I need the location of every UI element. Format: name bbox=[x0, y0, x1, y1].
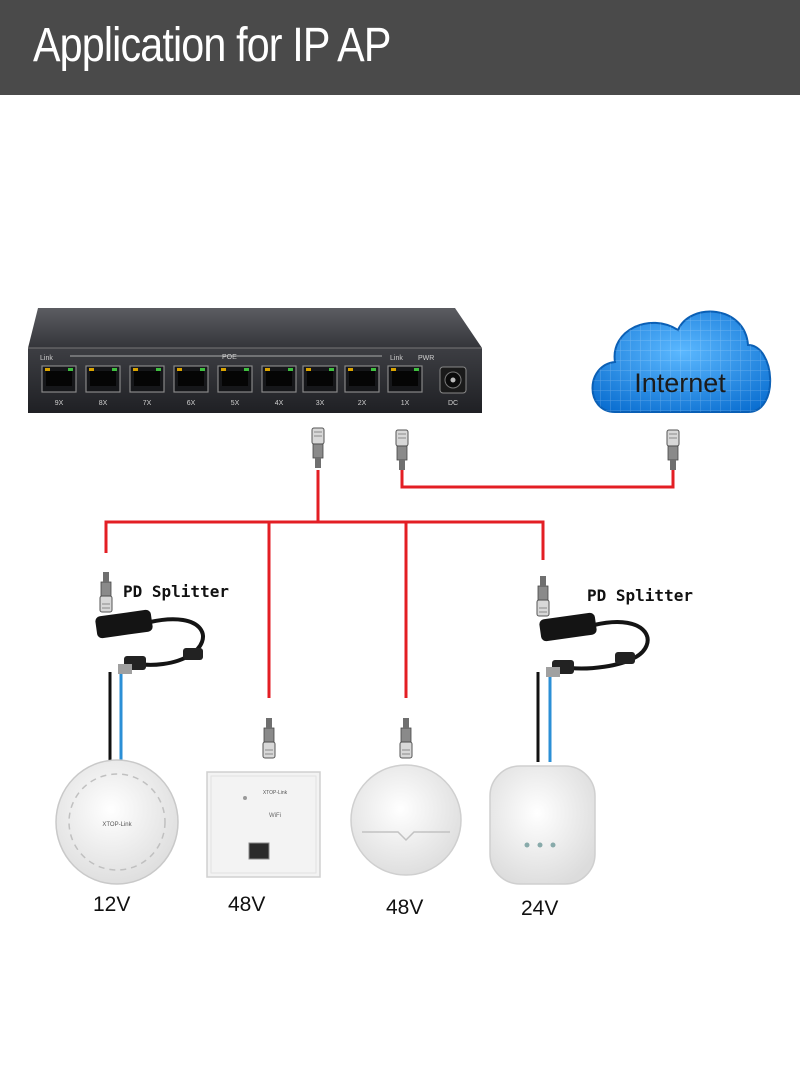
rj45-connector bbox=[395, 429, 409, 471]
port-7x bbox=[129, 365, 165, 393]
port-label: 7X bbox=[143, 400, 152, 407]
pd-splitter-right bbox=[539, 612, 650, 677]
pd-splitter-label: PD Splitter bbox=[587, 586, 693, 605]
pwr-label: PWR bbox=[418, 355, 434, 362]
internet-cloud: Internet bbox=[591, 310, 772, 413]
port-8x bbox=[85, 365, 121, 393]
port-9x bbox=[41, 365, 77, 393]
rj45-connector bbox=[666, 429, 680, 471]
port-label: 2X bbox=[358, 400, 367, 407]
port-label: 3X bbox=[316, 400, 325, 407]
poe-label: POE bbox=[222, 354, 237, 361]
ceiling-ap-12v: XTOP-Link bbox=[55, 759, 179, 885]
cables bbox=[104, 460, 675, 762]
title-bar: Application for IP AP bbox=[0, 0, 800, 95]
voltage-label: 48V bbox=[386, 896, 424, 919]
link-label: Link bbox=[40, 355, 53, 362]
rj45-connector bbox=[536, 575, 550, 617]
port-label: 9X bbox=[55, 400, 64, 407]
poe-switch: Link POE Link PWR 9X 8X 7X 6X 5X 4X 3X 2… bbox=[28, 308, 482, 413]
round-ap-48v bbox=[350, 764, 462, 876]
rj45-connector bbox=[311, 427, 325, 469]
port-6x bbox=[173, 365, 209, 393]
wall-panel-ap-48v: XTOP-Link WiFi bbox=[206, 771, 321, 878]
device-brand: XTOP-Link bbox=[263, 790, 288, 796]
port-4x bbox=[261, 365, 297, 393]
rj45-connector bbox=[262, 717, 276, 759]
rj45-connector bbox=[399, 717, 413, 759]
port-3x bbox=[302, 365, 338, 393]
wifi-label: WiFi bbox=[269, 813, 281, 819]
uplink-link-label: Link bbox=[390, 355, 403, 362]
port-2x bbox=[344, 365, 380, 393]
pd-splitter-label: PD Splitter bbox=[123, 582, 229, 601]
voltage-label: 48V bbox=[228, 893, 266, 916]
dc-label: DC bbox=[448, 400, 458, 407]
port-label: 4X bbox=[275, 400, 284, 407]
port-label: 5X bbox=[231, 400, 240, 407]
ethernet-port bbox=[248, 842, 270, 860]
device-brand: XTOP-Link bbox=[102, 822, 132, 828]
rj45-connector bbox=[99, 571, 113, 613]
voltage-label: 12V bbox=[93, 893, 131, 916]
port-label: 8X bbox=[99, 400, 108, 407]
port-label: 1X bbox=[401, 400, 410, 407]
square-ap-24v bbox=[489, 765, 596, 885]
page-title: Application for IP AP bbox=[33, 19, 391, 72]
voltage-label: 24V bbox=[521, 897, 559, 920]
internet-label: Internet bbox=[634, 368, 726, 398]
port-label: 6X bbox=[187, 400, 196, 407]
port-1x bbox=[387, 365, 423, 393]
port-5x bbox=[217, 365, 253, 393]
pd-splitter-left bbox=[95, 609, 205, 674]
